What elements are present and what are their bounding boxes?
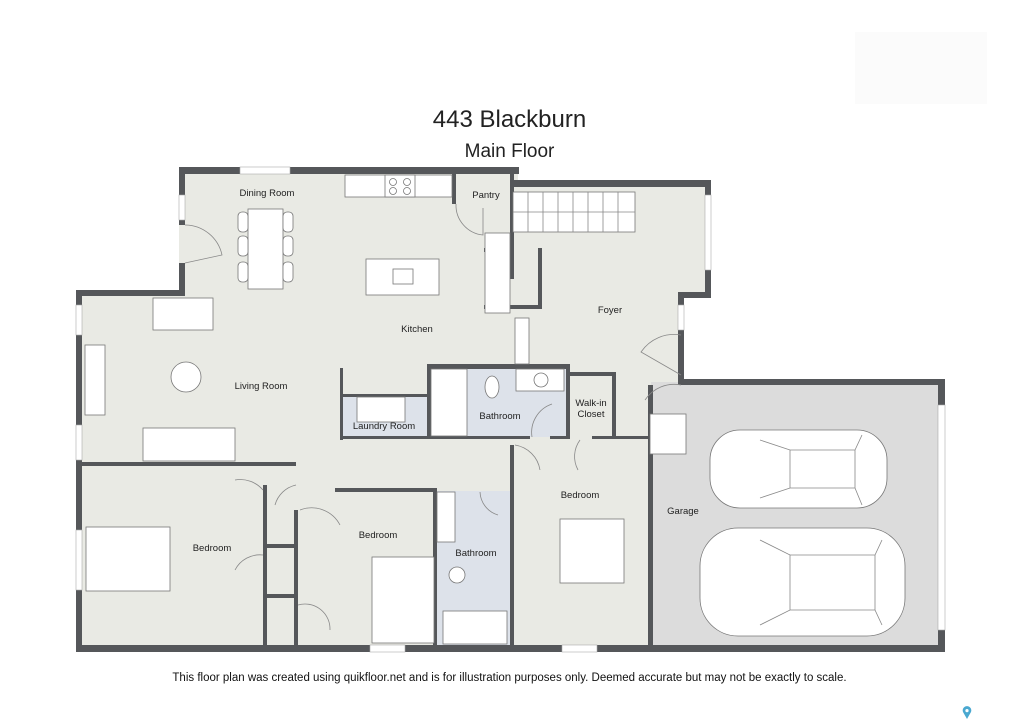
garage-stairs: [649, 413, 687, 455]
label-kitchen: Kitchen: [401, 324, 433, 335]
dining-table: [247, 208, 284, 290]
label-bathroom-2: Bathroom: [455, 548, 496, 559]
sink-bath2: [436, 491, 456, 543]
furniture: [84, 174, 687, 645]
disclaimer: This floor plan was created using quikfl…: [172, 672, 847, 684]
sofa: [152, 297, 214, 331]
label-pantry: Pantry: [472, 190, 500, 201]
bed-left: [85, 526, 171, 592]
toilet: [484, 375, 500, 399]
location-pin-icon[interactable]: [961, 706, 973, 720]
label-laundry-room: Laundry Room: [353, 421, 415, 432]
watermark: [855, 32, 987, 104]
label-bedroom-middle: Bedroom: [359, 530, 398, 541]
label-garage: Garage: [667, 506, 699, 517]
car-icon: [699, 527, 906, 637]
room-labels: Dining Room Pantry Kitchen Foyer Living …: [193, 188, 699, 559]
floor-name: Main Floor: [464, 141, 555, 162]
stove-icon: [384, 174, 416, 198]
label-foyer: Foyer: [598, 305, 622, 316]
cars: [699, 429, 906, 637]
label-bedroom-right: Bedroom: [561, 490, 600, 501]
label-living-room: Living Room: [235, 381, 288, 392]
cabinet: [484, 232, 511, 314]
bathtub: [430, 368, 468, 437]
bed-middle: [371, 556, 435, 644]
shower: [442, 610, 508, 645]
doors: [179, 203, 682, 631]
bed-right: [559, 518, 625, 584]
walls: [76, 167, 945, 652]
washer-dryer: [356, 396, 406, 423]
label-bathroom: Bathroom: [479, 411, 520, 422]
label-dining-room: Dining Room: [240, 188, 295, 199]
label-bedroom-left: Bedroom: [193, 543, 232, 554]
label-walk-in-closet-2: Closet: [578, 409, 605, 420]
tv-console: [84, 344, 106, 416]
label-walk-in-closet-1: Walk-in: [575, 398, 606, 409]
couch: [142, 427, 236, 462]
coffee-table: [170, 361, 202, 393]
toilet-2: [448, 566, 466, 584]
plan-title: 443 Blackburn: [432, 106, 587, 133]
windows: [75, 166, 946, 653]
car-icon: [709, 429, 888, 509]
